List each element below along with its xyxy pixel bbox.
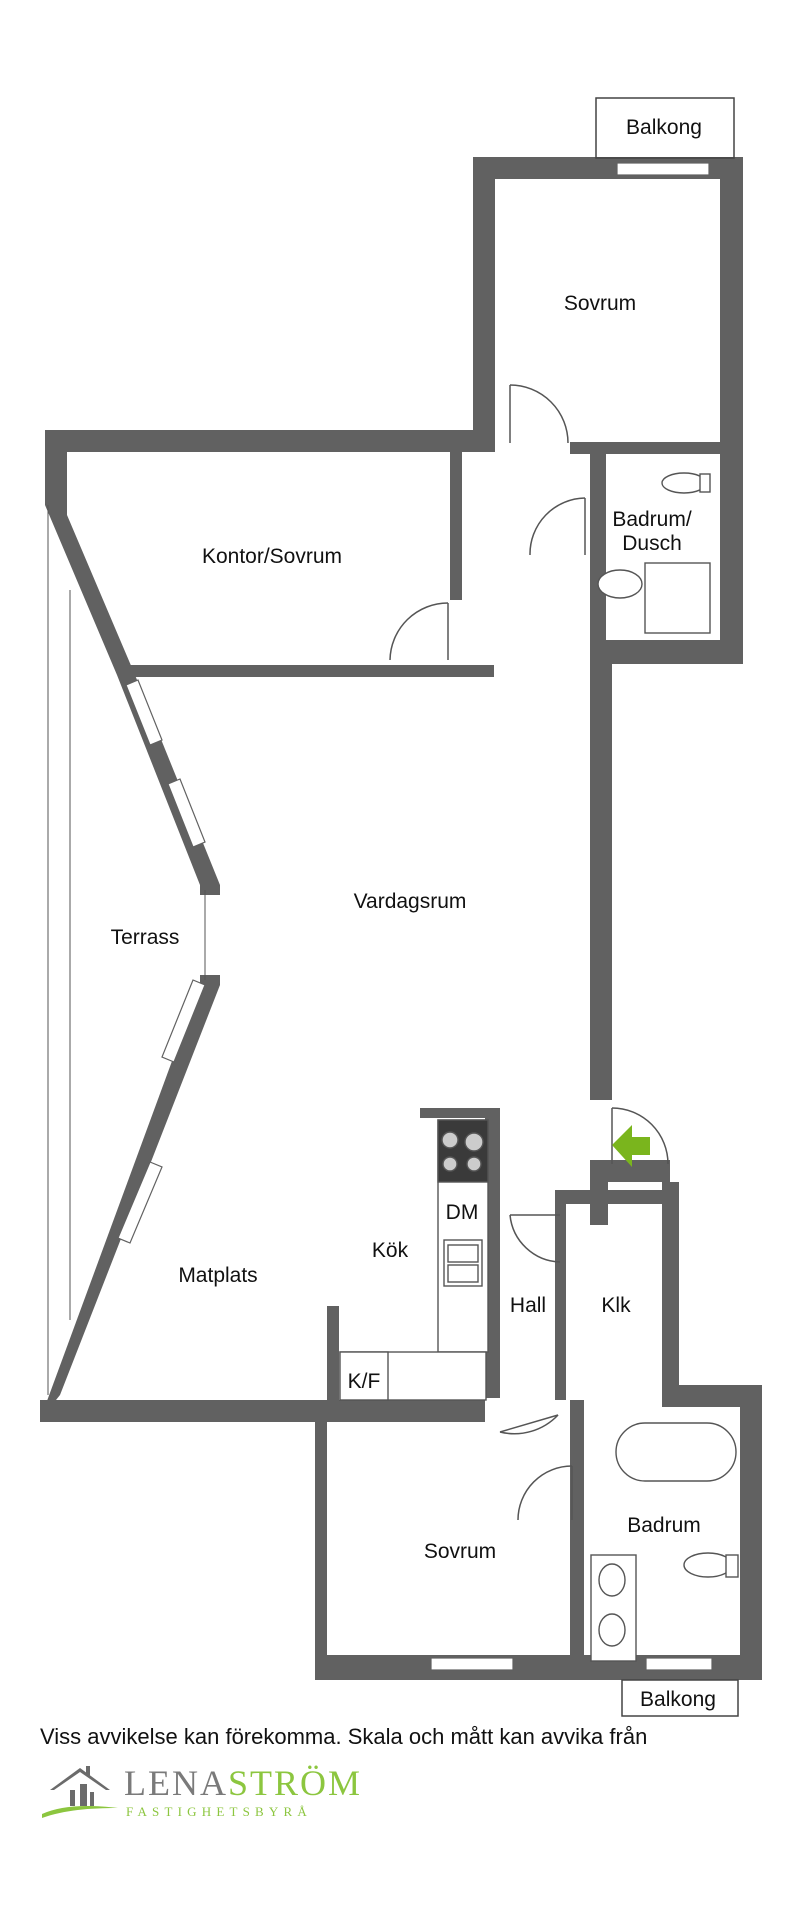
room-labels: Balkong Sovrum Kontor/Sovrum Badrum/ Dus… [111, 116, 716, 1711]
shower-icon [644, 562, 711, 634]
label-dishwasher: DM [446, 1201, 479, 1224]
label-balcony-top: Balkong [626, 116, 702, 139]
label-terrace: Terrass [111, 926, 180, 949]
label-office: Kontor/Sovrum [202, 545, 342, 568]
stove-icon [437, 1119, 489, 1183]
label-bedroom-bottom: Sovrum [424, 1540, 496, 1563]
label-dining: Matplats [178, 1264, 257, 1287]
terrace-outline [47, 505, 206, 1395]
balcony-outlines [595, 97, 739, 1717]
label-balcony-bottom: Balkong [640, 1688, 716, 1711]
windows [117, 162, 713, 1671]
door-swings [389, 384, 669, 1521]
entrance-arrow-icon [612, 1125, 650, 1167]
label-hall: Hall [510, 1294, 546, 1317]
fixtures [339, 472, 739, 1662]
fridge-freezer [339, 1351, 389, 1401]
label-living-room: Vardagsrum [354, 890, 467, 913]
sink-icon [597, 569, 643, 599]
logo-brand-text: LENASTRÖM [124, 1763, 363, 1803]
disclaimer-text: Viss avvikelse kan förekomma. Skala och … [40, 1724, 648, 1749]
label-bathroom-shower-1: Badrum/ [612, 508, 692, 531]
label-bathroom: Badrum [627, 1514, 701, 1537]
company-logo: LENASTRÖM FASTIGHETSBYRÅ [40, 1760, 360, 1830]
logo-subtitle: FASTIGHETSBYRÅ [126, 1804, 312, 1819]
label-bedroom-top: Sovrum [564, 292, 636, 315]
house-logo-icon [42, 1766, 118, 1818]
label-fridge-freezer: K/F [348, 1370, 381, 1393]
bathtub-icon [615, 1422, 737, 1482]
label-kitchen: Kök [372, 1239, 409, 1262]
label-closet: Klk [601, 1294, 631, 1317]
toilet-icon-2 [683, 1552, 733, 1578]
label-bathroom-shower-2: Dusch [622, 532, 682, 555]
